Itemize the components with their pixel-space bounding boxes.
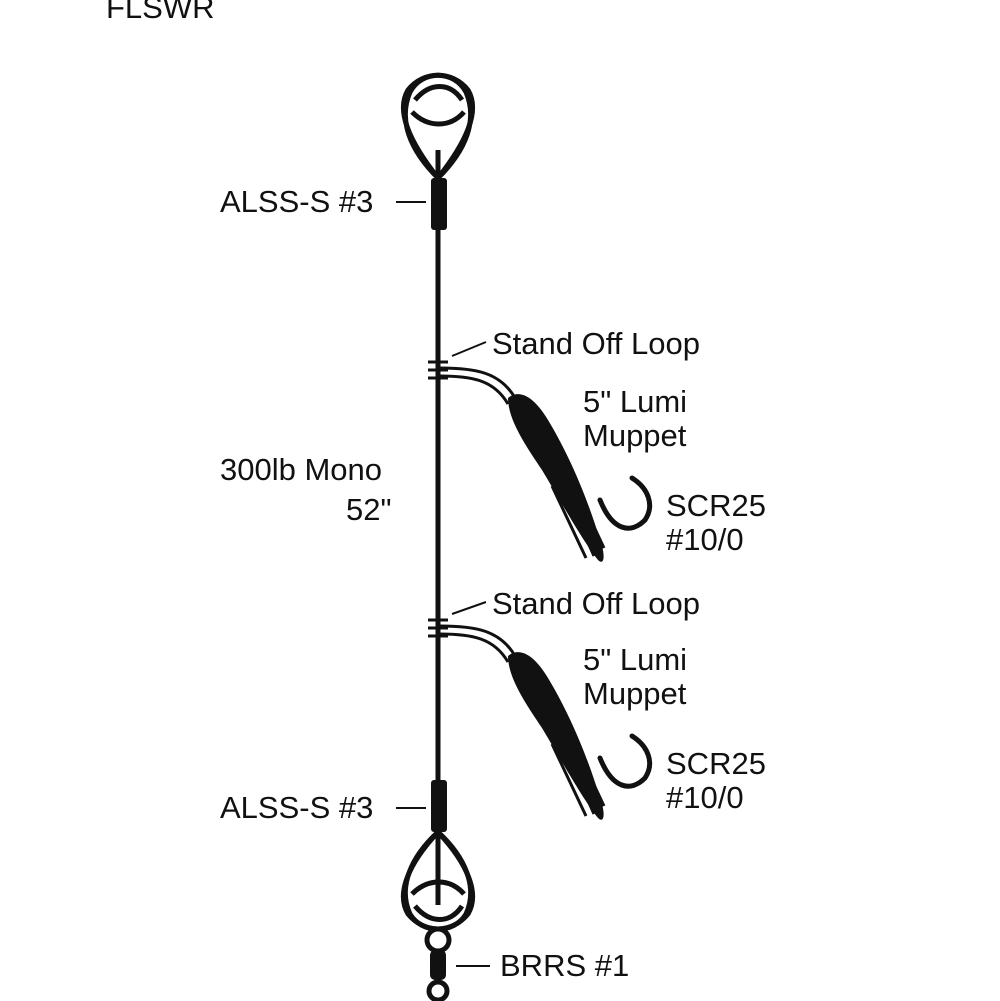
lure-1-label-line2: Muppet bbox=[583, 418, 687, 453]
top-loop-knot bbox=[400, 72, 476, 181]
standoff-loop-1 bbox=[428, 341, 517, 405]
hook-1-label-line1: SCR25 bbox=[666, 488, 766, 523]
hook-1-label-line2: #10/0 bbox=[666, 522, 744, 557]
muppet-lure-1 bbox=[508, 394, 606, 562]
mono-label-line2: 52" bbox=[346, 492, 392, 527]
lure-1-label-line1: 5" Lumi bbox=[583, 384, 688, 419]
mono-label-line1: 300lb Mono bbox=[220, 452, 383, 487]
standoff-loop-2 bbox=[428, 601, 517, 663]
lure-2-label-line1: 5" Lumi bbox=[583, 642, 688, 677]
top-sleeve bbox=[431, 178, 447, 230]
hook-2 bbox=[597, 733, 652, 789]
lure-2-label-line2: Muppet bbox=[583, 676, 687, 711]
diagram-title: FLSWR bbox=[106, 0, 215, 25]
hook-2-label-line1: SCR25 bbox=[666, 746, 766, 781]
hook-1 bbox=[597, 475, 652, 531]
top-sleeve-label: ALSS-S #3 bbox=[220, 184, 374, 219]
barrel-swivel bbox=[424, 926, 452, 1001]
bottom-sleeve-label: ALSS-S #3 bbox=[220, 790, 374, 825]
standoff-label-1: Stand Off Loop bbox=[492, 326, 700, 361]
swivel-label: BRRS #1 bbox=[500, 948, 630, 983]
standoff-label-2: Stand Off Loop bbox=[492, 586, 700, 621]
hook-2-label-line2: #10/0 bbox=[666, 780, 744, 815]
muppet-lure-2 bbox=[508, 652, 606, 820]
bottom-sleeve bbox=[431, 780, 447, 832]
